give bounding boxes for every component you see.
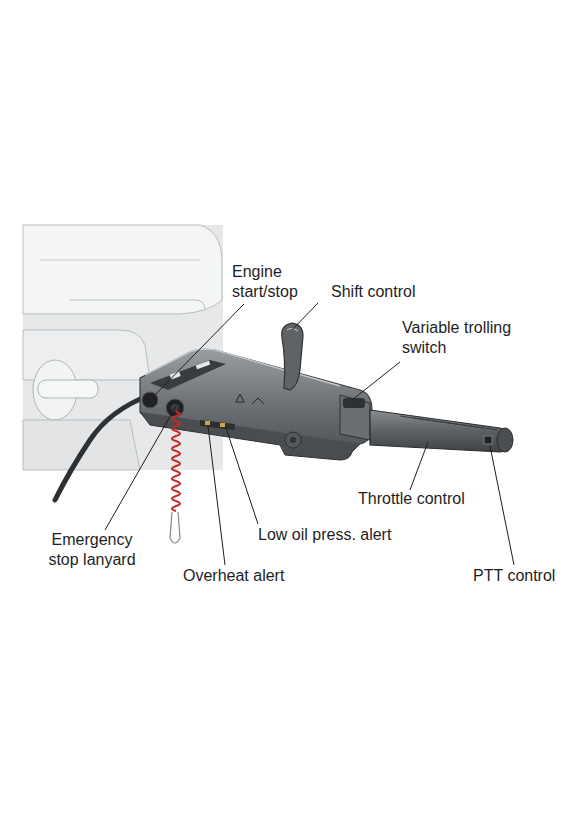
alert-label: Low oil press. alert [258,525,428,545]
cable [55,395,150,500]
part-label: Variable trolling switch [402,318,520,358]
leader-lines [105,303,514,565]
part-label: Emergency stop lanyard [38,530,146,570]
part-label: Throttle control [358,489,508,509]
tiller-handle [140,349,372,460]
throttle-grip [340,395,513,452]
part-label: Shift control [331,282,471,302]
part-label: PTT control [473,566,573,586]
grip-ridge [470,426,498,430]
alert-label: Overheat alert [183,566,323,586]
part-label: Engine start/stop [232,262,324,302]
shift-lever [282,323,303,390]
lanyard-coil [170,412,180,543]
engine-cowling [23,225,223,470]
